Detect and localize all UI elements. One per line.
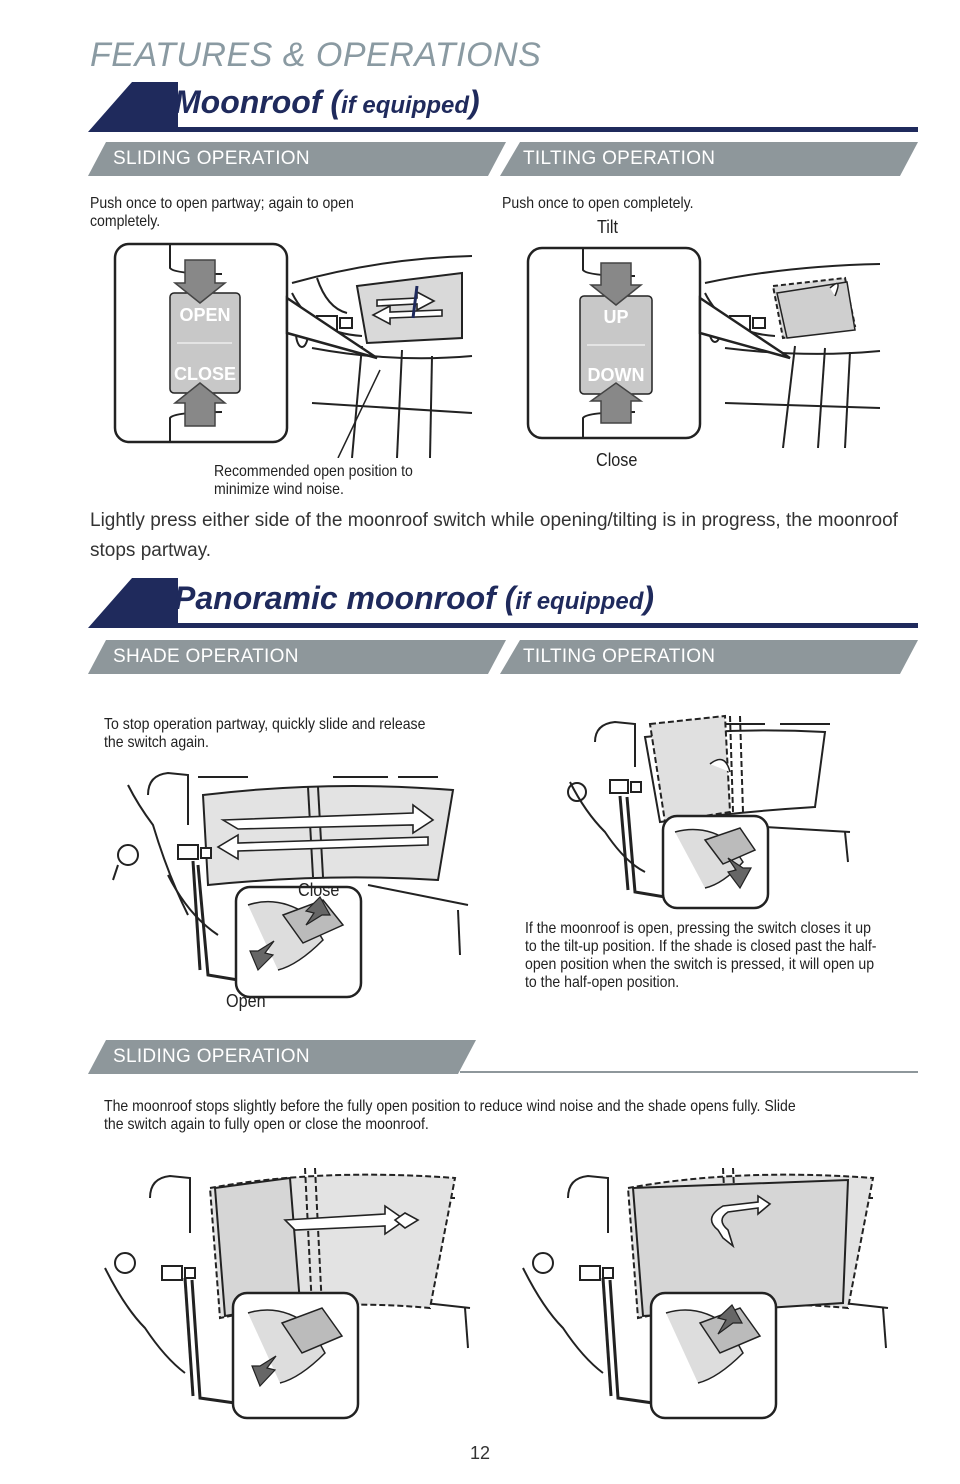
shade-open-label: Open <box>226 991 266 1011</box>
switch-close-text: CLOSE <box>174 364 236 384</box>
section-banner-shape <box>88 578 178 628</box>
panoramic-tilting-caption: If the moonroof is open, pressing the sw… <box>525 920 877 991</box>
moonroof-note: Lightly press either side of the moonroo… <box>90 510 898 561</box>
moonroof-tilting-illustration: UP DOWN <box>526 246 881 448</box>
panoramic-section-header: Panoramic moonroof (if equipped) <box>88 578 918 628</box>
section-rule <box>128 127 918 132</box>
shade-close-label: Close <box>298 880 340 900</box>
switch-up-text: UP <box>603 307 628 327</box>
moonroof-title: Moonroof (if equipped) <box>174 84 480 120</box>
moonroof-sliding-illustration: OPEN CLOSE <box>113 242 473 458</box>
panoramic-tilting-illustration <box>567 714 851 910</box>
tilt-label: Tilt <box>597 217 618 237</box>
tilting-caption: Push once to open completely. <box>502 195 694 212</box>
recommended-position-caption: Recommended open position to minimize wi… <box>214 463 413 498</box>
panoramic-subheader-bar <box>88 640 918 674</box>
panoramic-sliding-illustration-close <box>522 1167 889 1420</box>
page-header: FEATURES & OPERATIONS <box>90 36 542 74</box>
shade-operation-illustration <box>112 771 469 999</box>
panoramic-sliding-subheader-bar <box>88 1040 918 1074</box>
moonroof-subheader-bar <box>88 142 918 176</box>
panoramic-sliding-caption: The moonroof stops slightly before the f… <box>104 1098 796 1133</box>
switch-open-text: OPEN <box>179 305 230 325</box>
close-label: Close <box>596 450 638 470</box>
moonroof-section-header: Moonroof (if equipped) <box>88 82 918 132</box>
section-banner-shape <box>88 82 178 132</box>
page-number: 12 <box>469 1443 491 1463</box>
switch-down-text: DOWN <box>588 365 645 385</box>
sliding-caption: Push once to open partway; again to open… <box>90 195 354 230</box>
section-rule <box>128 623 918 628</box>
panoramic-title: Panoramic moonroof (if equipped) <box>174 580 655 616</box>
shade-caption: To stop operation partway, quickly slide… <box>104 716 426 751</box>
panoramic-sliding-illustration-open <box>104 1167 471 1420</box>
